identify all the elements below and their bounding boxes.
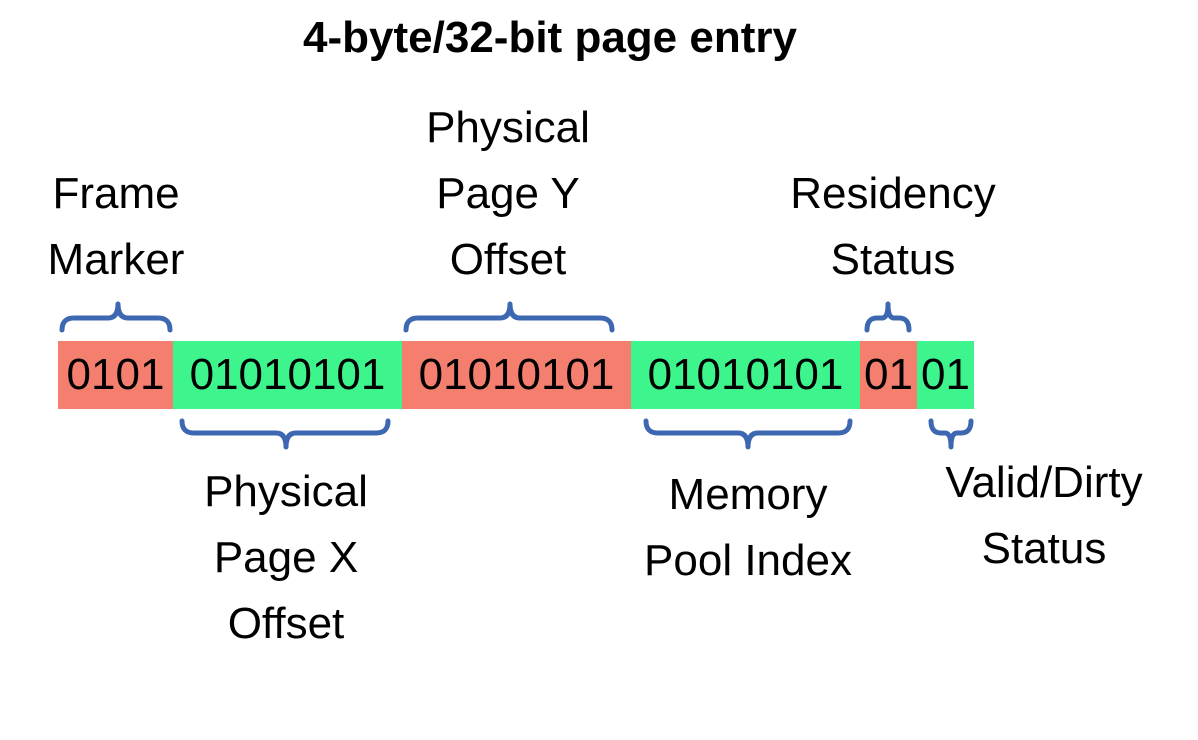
label-line: Status bbox=[981, 524, 1107, 573]
label-line: Page X bbox=[213, 533, 359, 582]
label-valid-dirty-status: Valid/Dirty Status bbox=[906, 450, 1182, 582]
label-page-y-offset: Physical Page Y Offset bbox=[388, 95, 628, 293]
label-line: Residency bbox=[790, 169, 996, 218]
bracket-memory-pool-index bbox=[643, 418, 853, 450]
label-line: Physical bbox=[426, 103, 590, 152]
label-page-x-offset: Physical Page X Offset bbox=[166, 459, 406, 657]
bracket-page-x-offset bbox=[179, 418, 391, 450]
label-line: Valid/Dirty bbox=[945, 458, 1143, 507]
field-valid-dirty-status-bits: 01 bbox=[917, 341, 974, 409]
bit-string: 0101 01010101 01010101 01010101 01 01 bbox=[58, 341, 974, 409]
label-line: Status bbox=[830, 235, 956, 284]
label-line: Frame bbox=[52, 169, 180, 218]
label-line: Marker bbox=[47, 235, 185, 284]
diagram-title: 4-byte/32-bit page entry bbox=[303, 13, 797, 62]
bracket-residency-status bbox=[864, 301, 912, 333]
label-line: Pool Index bbox=[644, 536, 852, 585]
field-page-x-offset-bits: 01010101 bbox=[173, 341, 402, 409]
label-line: Page Y bbox=[436, 169, 580, 218]
bracket-valid-dirty-status bbox=[928, 418, 974, 450]
label-line: Physical bbox=[204, 467, 368, 516]
label-line: Offset bbox=[449, 235, 567, 284]
label-line: Offset bbox=[227, 599, 345, 648]
label-residency-status: Residency Status bbox=[758, 161, 1028, 293]
field-residency-status-bits: 01 bbox=[860, 341, 917, 409]
label-memory-pool-index: Memory Pool Index bbox=[608, 462, 888, 594]
field-frame-marker-bits: 0101 bbox=[58, 341, 173, 409]
field-memory-pool-index-bits: 01010101 bbox=[631, 341, 860, 409]
label-frame-marker: Frame Marker bbox=[14, 161, 218, 293]
field-page-y-offset-bits: 01010101 bbox=[402, 341, 631, 409]
bracket-frame-marker bbox=[59, 301, 173, 333]
bracket-page-y-offset bbox=[403, 301, 615, 333]
label-line: Memory bbox=[668, 470, 828, 519]
